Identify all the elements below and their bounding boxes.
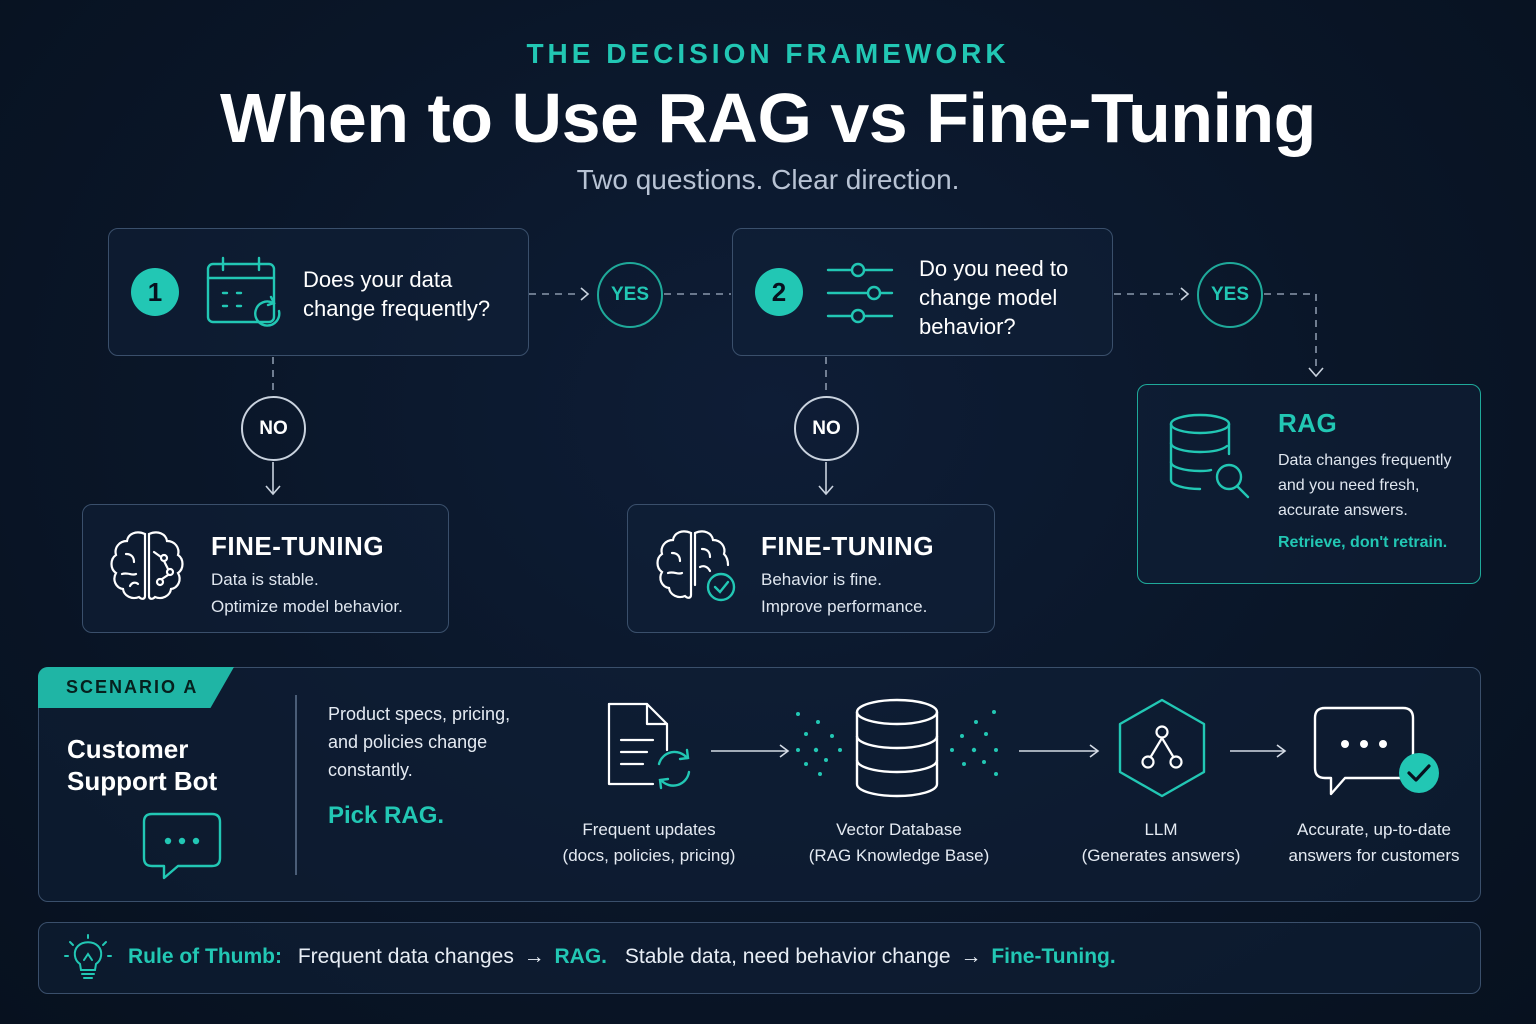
flow-label-updates: Frequent updates (docs, policies, pricin…: [540, 817, 758, 869]
llm-hexagon-icon: [1118, 698, 1206, 798]
question-2-line-2: change model: [919, 285, 1058, 310]
flow-vector-db-line-2: (RAG Knowledge Base): [808, 846, 990, 865]
database-icon: [855, 698, 939, 798]
fine-tuning-2-body: Behavior is fine. Improve performance.: [761, 566, 927, 620]
scenario-title: Customer Support Bot: [67, 733, 217, 797]
rag-line-1: Data changes frequently: [1278, 452, 1452, 469]
question-1-line-1: Does your data: [303, 267, 453, 292]
rag-line-2: and you need fresh,: [1278, 477, 1420, 494]
rule-of-thumb-text: Rule of Thumb: Frequent data changes → R…: [128, 945, 1116, 969]
particles-left-icon: [796, 712, 842, 776]
flow-label-llm: LLM (Generates answers): [1056, 817, 1266, 869]
question-1-number: 1: [131, 268, 179, 316]
rule-label: Rule of Thumb:: [128, 945, 282, 968]
rag-line-3: accurate answers.: [1278, 502, 1408, 519]
flow-answers-line-1: Accurate, up-to-date: [1296, 820, 1452, 839]
chat-bubble-icon: [142, 812, 222, 880]
yes-connector-2: YES: [1197, 262, 1263, 328]
flow-arrow-1: [711, 744, 790, 758]
rule-arrow-2: →: [960, 945, 982, 968]
flow-arrow-3: [1230, 744, 1287, 758]
brain-check-icon: [656, 530, 736, 602]
flow-updates-line-1: Frequent updates: [582, 820, 716, 839]
scenario-desc-line-2: and policies change: [328, 732, 488, 752]
database-search-icon: [1169, 413, 1250, 499]
scenario-divider: [295, 695, 297, 875]
page-title: When to Use RAG vs Fine-Tuning: [220, 79, 1316, 157]
rag-body: Data changes frequently and you need fre…: [1278, 448, 1451, 523]
lightbulb-icon: [64, 934, 112, 979]
rule-fine-tuning: Fine-Tuning.: [991, 945, 1116, 968]
scenario-tag: SCENARIO A: [38, 667, 234, 708]
scenario-pick: Pick RAG.: [328, 802, 445, 829]
scenario-desc-line-1: Product specs, pricing,: [328, 704, 511, 724]
fine-tuning-2-title: FINE-TUNING: [761, 531, 935, 561]
rag-tagline: Retrieve, don't retrain.: [1278, 534, 1448, 551]
fine-tuning-card-2: [627, 504, 995, 633]
rag-card: [1137, 384, 1481, 584]
page-subtitle: Two questions. Clear direction.: [576, 164, 960, 195]
yes-connector-1: YES: [597, 262, 663, 328]
flow-arrow-2: [1019, 744, 1100, 758]
scenario-desc-line-3: constantly.: [328, 760, 413, 780]
question-2-line-3: behavior?: [919, 314, 1016, 339]
scenario-panel: [38, 667, 1481, 902]
flow-updates-line-2: (docs, policies, pricing): [562, 846, 736, 865]
question-2-line-1: Do you need to: [919, 256, 1069, 281]
document-refresh-icon: [607, 702, 691, 790]
rule-part-2: Stable data, need behavior change: [624, 945, 951, 968]
scenario-description: Product specs, pricing, and policies cha…: [328, 700, 510, 784]
flow-label-answers: Accurate, up-to-date answers for custome…: [1268, 817, 1480, 869]
fine-tuning-1-title: FINE-TUNING: [211, 531, 385, 561]
fine-tuning-1-line-2: Optimize model behavior.: [211, 597, 403, 616]
flow-label-vector-db: Vector Database (RAG Knowledge Base): [790, 817, 1008, 869]
rule-rag: RAG.: [554, 945, 608, 968]
flow-vector-db-line-1: Vector Database: [836, 820, 962, 839]
scenario-title-line-1: Customer: [67, 734, 189, 764]
fine-tuning-1-line-1: Data is stable.: [211, 570, 319, 589]
eyebrow: THE DECISION FRAMEWORK: [526, 38, 1010, 69]
rule-of-thumb-bar: [38, 922, 1481, 994]
particles-right-icon: [950, 710, 998, 776]
scenario-title-line-2: Support Bot: [67, 766, 218, 796]
no-connector-2: NO: [794, 396, 859, 461]
question-1-text: Does your data change frequently?: [303, 265, 490, 323]
rule-part-1: Frequent data changes: [297, 945, 514, 968]
no-connector-1: NO: [241, 396, 306, 461]
flow-llm-line-2: (Generates answers): [1081, 846, 1241, 865]
fine-tuning-2-line-1: Behavior is fine.: [761, 570, 882, 589]
question-1-line-2: change frequently?: [303, 296, 491, 321]
fine-tuning-2-line-2: Improve performance.: [761, 597, 928, 616]
flow-llm-line-1: LLM: [1144, 820, 1178, 839]
question-2-text: Do you need to change model behavior?: [919, 254, 1068, 341]
brain-icon: [110, 531, 184, 600]
sliders-icon: [826, 262, 894, 324]
rag-title: RAG: [1278, 408, 1338, 438]
calendar-refresh-icon: [206, 256, 281, 327]
rule-arrow-1: →: [523, 945, 545, 968]
chat-check-icon: [1313, 706, 1439, 796]
flow-answers-line-2: answers for customers: [1288, 846, 1460, 865]
fine-tuning-card-1: [82, 504, 449, 633]
question-2-number: 2: [755, 268, 803, 316]
fine-tuning-1-body: Data is stable. Optimize model behavior.: [211, 566, 403, 620]
